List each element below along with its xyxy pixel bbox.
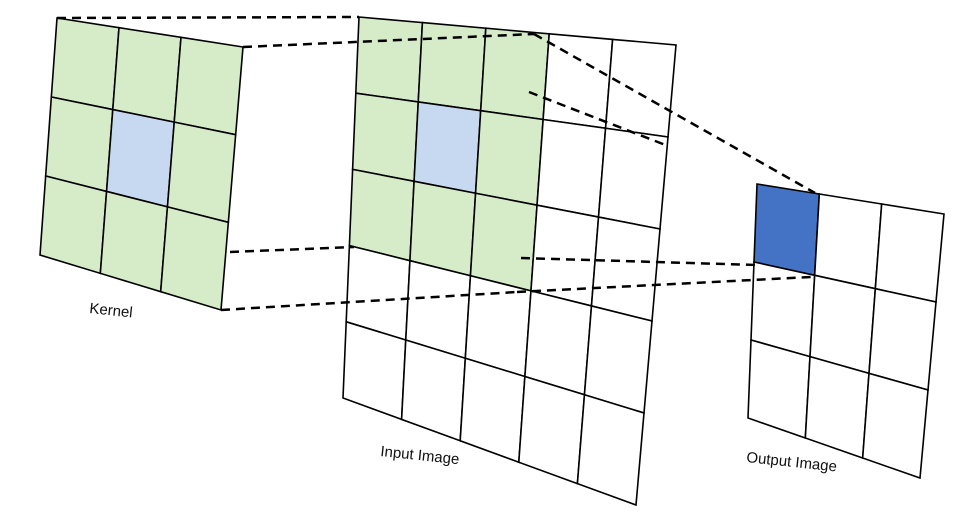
input-cell-r0c0 — [354, 16, 424, 103]
output-cell-r2c0 — [747, 338, 811, 440]
input-cell-r4c1 — [400, 338, 467, 442]
output-cell-r0c0 — [753, 183, 821, 277]
input-cell-r1c3 — [536, 118, 607, 219]
input-cell-r1c4 — [597, 127, 669, 230]
kernel-cell-r0c1 — [111, 26, 182, 124]
kernel-cell-r2c2 — [159, 205, 230, 312]
output-image-label: Output Image — [746, 449, 838, 475]
kernel-cell-r1c1 — [105, 108, 176, 208]
kernel-cell-r2c1 — [99, 190, 169, 293]
input-cell-r1c1 — [413, 101, 482, 195]
projection-lines — [56, 15, 816, 312]
kernel-cell-r1c0 — [44, 96, 114, 193]
kernel-grid — [39, 17, 244, 312]
input-cell-r2c1 — [409, 180, 477, 277]
input-cell-r2c2 — [469, 192, 538, 292]
output-cell-r1c2 — [868, 287, 937, 392]
output-cell-r2c2 — [861, 372, 929, 480]
input-cell-r0c4 — [604, 38, 677, 138]
projection-line-output-bottom-right — [516, 275, 812, 294]
projection-line-kernel-top-right — [242, 32, 535, 49]
input-cell-r3c4 — [583, 304, 653, 415]
projection-line-kernel-bottom-right — [220, 290, 518, 312]
input-cell-r2c0 — [348, 168, 415, 262]
input-cell-r4c0 — [342, 320, 407, 421]
input-cell-r0c3 — [542, 32, 614, 130]
projection-line-kernel-bottom-left — [229, 245, 355, 254]
output-cell-r2c1 — [804, 355, 870, 460]
output-cell-r0c2 — [874, 203, 945, 303]
kernel-cell-r1c2 — [166, 121, 237, 224]
input-cell-r1c0 — [351, 92, 420, 183]
projection-line-output-top-right — [533, 32, 816, 195]
output-image-grid — [747, 183, 945, 480]
projection-line-output-bottom-left — [520, 256, 758, 267]
kernel-cell-r0c0 — [50, 17, 120, 111]
input-cell-r4c3 — [517, 375, 586, 485]
input-image-label: Input Image — [380, 443, 461, 468]
kernel-cell-r0c2 — [173, 36, 244, 136]
output-cell-r0c1 — [813, 193, 883, 290]
input-cell-r4c2 — [459, 357, 526, 464]
input-cell-r1c2 — [474, 109, 544, 207]
input-image-grid — [342, 16, 677, 507]
kernel-cell-r2c0 — [39, 174, 108, 275]
input-cell-r4c4 — [576, 393, 645, 507]
kernel-label: Kernel — [89, 300, 134, 321]
projection-line-kernel-top-left — [56, 15, 360, 20]
input-cell-r2c4 — [590, 216, 661, 323]
projection-line-output-top-left — [528, 90, 669, 148]
input-cell-r0c2 — [479, 27, 551, 121]
